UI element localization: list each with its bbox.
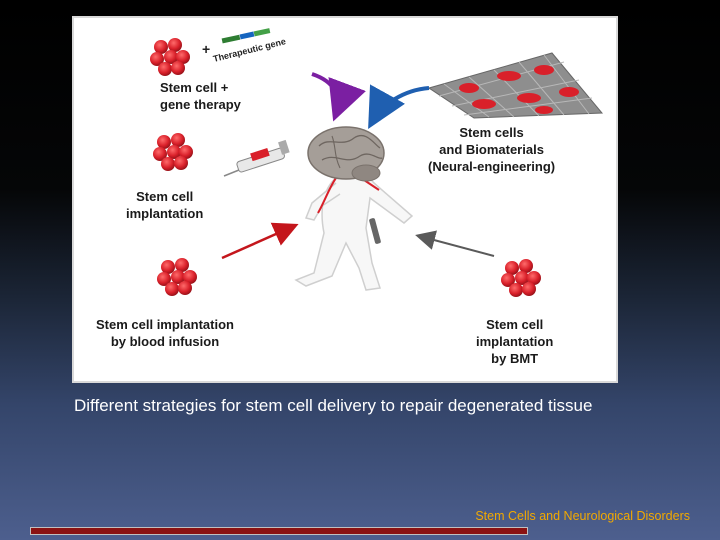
- plus-sign: +: [202, 41, 210, 57]
- cell-cluster-implantation: [153, 133, 193, 171]
- footer-title: Stem Cells and Neurological Disorders: [475, 509, 690, 523]
- cell-cluster-gene-therapy: [150, 38, 190, 76]
- label-blood-infusion: Stem cell implantation by blood infusion: [96, 317, 234, 349]
- gene-icon: [221, 28, 271, 44]
- arrow-biomaterials: [368, 84, 430, 129]
- figure-caption: Different strategies for stem cell deliv…: [74, 396, 593, 415]
- footer-rule: [30, 527, 528, 535]
- arrow-blood-infusion: [221, 222, 299, 260]
- cell-cluster-blood-infusion: [157, 258, 197, 296]
- figure-frame: + Therapeutic gene: [72, 16, 618, 383]
- label-stem-cell-gene-therapy: Stem cell + gene therapy: [160, 80, 241, 112]
- cell-cluster-bmt: [501, 259, 541, 297]
- bone-icon: [369, 218, 381, 244]
- stem-cell-diagram: + Therapeutic gene: [150, 28, 604, 297]
- label-bmt: Stem cell implantation by BMT: [476, 317, 554, 366]
- label-implantation: Stem cell implantation: [126, 189, 204, 221]
- arrow-gene-therapy: [311, 72, 366, 122]
- arrow-bmt: [415, 230, 495, 257]
- human-figure: [294, 172, 414, 291]
- label-biomaterials: Stem cells and Biomaterials (Neural-engi…: [428, 125, 556, 174]
- syringe-icon: [223, 139, 290, 177]
- brain-icon: [307, 126, 385, 182]
- biomaterial-scaffold: [427, 52, 604, 119]
